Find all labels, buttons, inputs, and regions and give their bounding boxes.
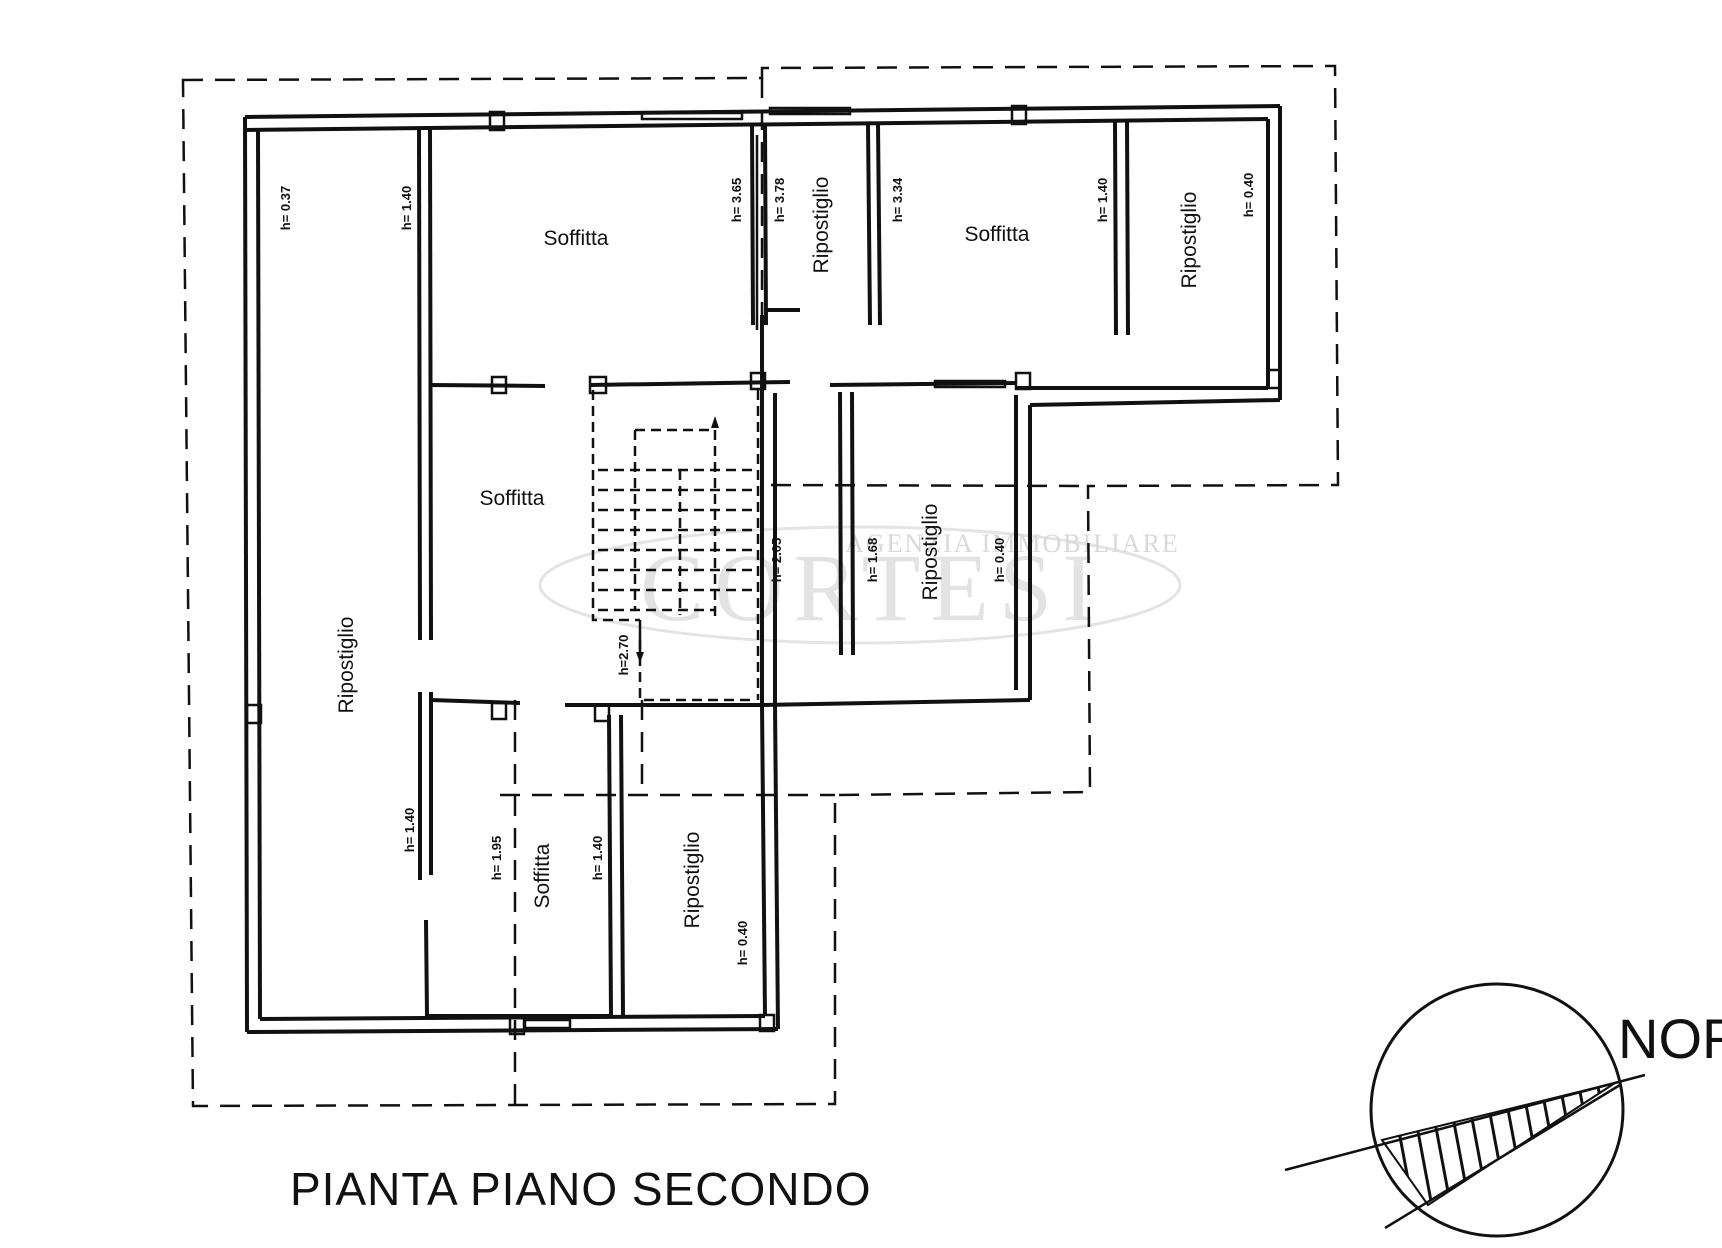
height-label: h= 0.37 <box>278 186 293 230</box>
height-label: h= 0.40 <box>1241 173 1256 217</box>
room-label-soffitta-south: Soffitta <box>531 843 554 908</box>
room-label-ripostiglio-south: Ripostiglio <box>681 832 704 929</box>
stair <box>591 390 760 702</box>
watermark-agency: AGENZIA IMMOBILIARE <box>845 529 1180 558</box>
room-label-soffitta-northeast: Soffitta <box>965 223 1030 246</box>
plan-title: PIANTA PIANO SECONDO <box>290 1163 871 1215</box>
interior-walls <box>417 121 1130 1018</box>
compass-circle <box>1369 982 1625 1238</box>
height-label: h= 2.05 <box>769 538 784 582</box>
north-compass: NORD <box>1284 982 1722 1238</box>
room-label-soffitta-center: Soffitta <box>480 487 545 510</box>
height-label: h= 1.40 <box>402 808 417 852</box>
height-label: h= 3.78 <box>772 178 787 222</box>
height-label: h= 0.40 <box>992 538 1007 582</box>
height-label: h= 1.95 <box>489 836 504 880</box>
room-label-ripostiglio-west: Ripostiglio <box>335 617 358 714</box>
north-label: NORD <box>1618 1007 1722 1070</box>
room-labels: Ripostiglio Soffitta Ripostiglio Soffitt… <box>335 177 1201 929</box>
room-label-ripostiglio-northeast: Ripostiglio <box>1178 192 1201 289</box>
north-wedge-hatch <box>1382 1083 1613 1205</box>
height-labels: h= 0.37 h= 1.40 h= 3.65 h= 3.78 h= 3.34 … <box>278 173 1256 965</box>
room-label-ripostiglio-north-small: Ripostiglio <box>810 177 833 274</box>
height-label: h= 3.34 <box>890 177 905 222</box>
height-label: h=2.70 <box>616 635 631 676</box>
height-label: h= 1.68 <box>865 538 880 582</box>
exterior-walls <box>243 104 1282 1036</box>
height-label: h= 0.40 <box>735 921 750 965</box>
height-label: h= 1.40 <box>1095 178 1110 222</box>
height-label: h= 1.40 <box>399 186 414 230</box>
height-label: h= 3.65 <box>729 178 744 222</box>
room-label-ripostiglio-east: Ripostiglio <box>919 504 942 601</box>
room-label-soffitta-north: Soffitta <box>544 227 609 250</box>
height-label: h= 1.40 <box>590 836 605 880</box>
dashed-outline <box>181 64 1340 1108</box>
